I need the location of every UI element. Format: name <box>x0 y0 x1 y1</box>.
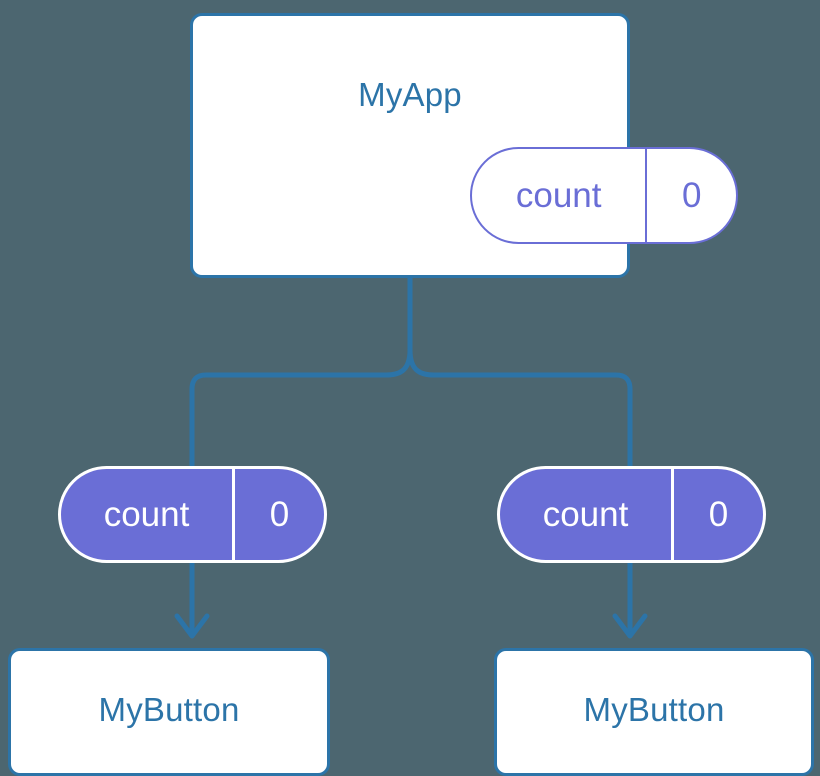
state-pill-left[interactable]: count 0 <box>58 466 327 563</box>
component-label-myapp: MyApp <box>358 76 462 113</box>
component-label-mybutton-left: MyButton <box>98 691 240 728</box>
state-value-right: 0 <box>671 469 763 560</box>
wire-root-to-right-state <box>407 347 633 469</box>
state-value-myapp: 0 <box>645 149 736 242</box>
component-card-myapp[interactable]: MyApp count 0 <box>190 13 738 278</box>
arrowhead-left-down-icon <box>174 613 210 639</box>
state-value-left: 0 <box>232 469 324 560</box>
component-label-mybutton-right: MyButton <box>583 691 725 728</box>
state-pill-myapp[interactable]: count 0 <box>470 147 738 244</box>
state-key-myapp: count <box>515 176 602 215</box>
arrowhead-right-down-icon <box>612 613 648 639</box>
state-key-right: count <box>542 495 629 534</box>
component-card-mybutton-right[interactable]: MyButton <box>494 648 814 776</box>
wire-root-to-left-state <box>189 347 413 469</box>
component-card-mybutton-left[interactable]: MyButton <box>8 648 330 776</box>
state-pill-right[interactable]: count 0 <box>497 466 766 563</box>
state-key-left: count <box>103 495 190 534</box>
